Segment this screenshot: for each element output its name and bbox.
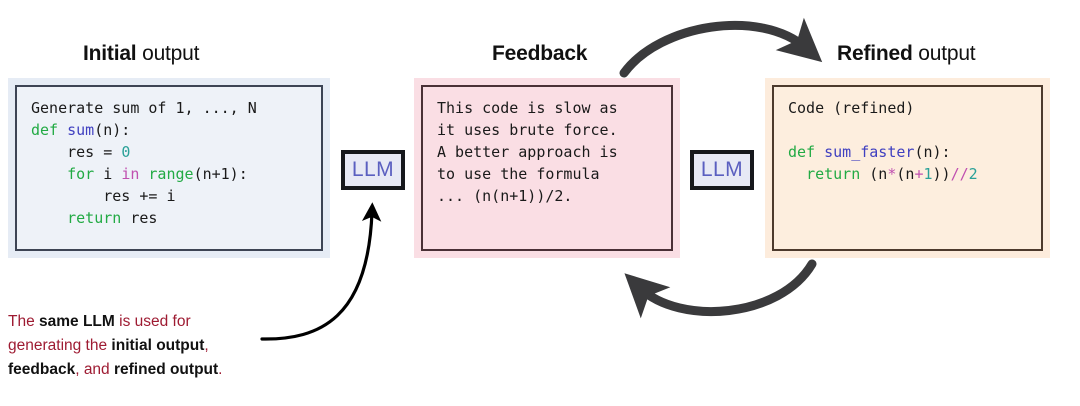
caption-seg-6: feedback bbox=[8, 361, 76, 378]
llm-chip-feedback-label: LLM bbox=[351, 158, 395, 181]
refined-output-panel: Code (refined) def sum_faster(n): return… bbox=[765, 78, 1050, 258]
refined-output-title-rest: output bbox=[912, 42, 976, 65]
caption-seg-9: . bbox=[218, 361, 223, 378]
feedback-text: This code is slow as it uses brute force… bbox=[437, 99, 618, 205]
refined-output-code: Code (refined) def sum_faster(n): return… bbox=[788, 99, 978, 183]
caption-seg-7: , and bbox=[75, 361, 114, 378]
initial-output-panel: Generate sum of 1, ..., N def sum(n): re… bbox=[8, 78, 330, 258]
llm-chip-refine-label: LLM bbox=[700, 158, 744, 181]
initial-output-title: Initial output bbox=[83, 42, 199, 66]
initial-output-title-rest: output bbox=[136, 42, 200, 65]
refined-output-title-bold: Refined bbox=[837, 42, 913, 65]
caption-seg-5: , bbox=[204, 337, 209, 354]
feedback-panel: This code is slow as it uses brute force… bbox=[414, 78, 680, 258]
caption-seg-2: same LLM bbox=[39, 313, 115, 330]
caption-text: The same LLM is used for generating the … bbox=[8, 310, 268, 382]
initial-output-code: Generate sum of 1, ..., N def sum(n): re… bbox=[31, 99, 257, 227]
refined-to-feedback-arrow bbox=[624, 259, 817, 319]
feedback-to-refined-arrow bbox=[619, 17, 823, 78]
caption-seg-3: is used for generating the bbox=[8, 313, 191, 354]
initial-output-code-box: Generate sum of 1, ..., N def sum(n): re… bbox=[15, 85, 323, 251]
llm-chip-feedback[interactable]: LLM bbox=[341, 150, 405, 190]
feedback-title: Feedback bbox=[492, 42, 588, 65]
refined-output-title: Refined output bbox=[837, 42, 976, 66]
feedback-text-box: This code is slow as it uses brute force… bbox=[421, 85, 673, 251]
caption-seg-4: initial output bbox=[111, 337, 205, 354]
llm-chip-refine[interactable]: LLM bbox=[690, 150, 754, 190]
caption-seg-8: refined output bbox=[113, 361, 219, 378]
caption-seg-1: The bbox=[8, 313, 40, 330]
initial-output-title-bold: Initial bbox=[83, 42, 137, 65]
refined-output-code-box: Code (refined) def sum_faster(n): return… bbox=[772, 85, 1043, 251]
